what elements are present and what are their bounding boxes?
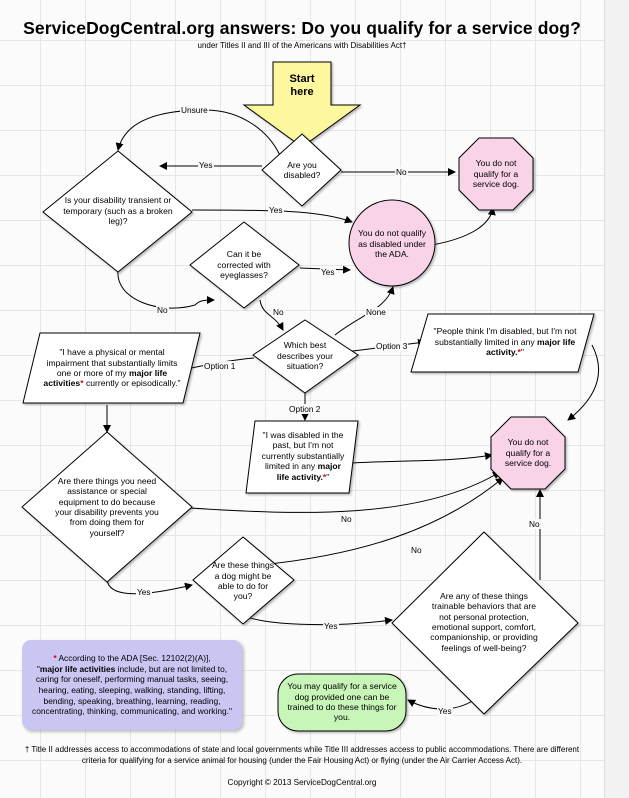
edge-no-dog	[259, 477, 504, 566]
edge-label-option1: Option 1	[203, 361, 237, 371]
parallelogram-option1	[22, 332, 201, 404]
diamond-transient	[42, 150, 193, 273]
scrollbar-track[interactable]	[604, 0, 629, 798]
note-star: *	[53, 653, 57, 664]
transient-text: Is your disability transient or temporar…	[63, 195, 173, 227]
diamond-which-best	[252, 319, 359, 394]
edge-label-option3: Option 3	[375, 341, 409, 351]
edge-option2-to-mid	[351, 452, 493, 464]
not-qualify-top-text: You do not qualify for a service dog.	[472, 158, 520, 190]
edge-label-no-assistance: No	[340, 514, 353, 524]
edge-no-eyeglasses	[117, 269, 215, 309]
start-label: Start here	[289, 73, 315, 98]
edge-label-no-trainable: No	[528, 519, 541, 529]
copyright: Copyright © 2013 ServiceDogCentral.org	[227, 778, 377, 787]
edge-label-yes-eyeglasses: Yes	[320, 267, 336, 277]
edge-yes-assistance	[106, 579, 193, 595]
eyeglasses-text: Can it be corrected with eyeglasses?	[217, 249, 271, 281]
option1-text: "I have a physical or mental impairment …	[43, 347, 181, 389]
diamond-are-you-disabled	[261, 133, 342, 207]
major-life-activities-note: * According to the ADA [Sec. 12102(2)(A)…	[22, 640, 242, 730]
parallelogram-option3	[410, 313, 595, 373]
edge-label-no-top: No	[395, 167, 408, 177]
edge-label-no-which: No	[272, 307, 285, 317]
are-you-disabled-text: Are you disabled?	[283, 159, 321, 180]
edge-label-none: None	[365, 307, 387, 317]
edge-label-yes-ada: Yes	[268, 205, 284, 215]
edge-label-yes-trainable: Yes	[437, 706, 453, 716]
assistance-text: Are there things you need assistance or …	[55, 475, 159, 538]
diamond-eyeglasses	[189, 221, 300, 309]
option3-text: "People think I'm disabled, but I'm not …	[433, 326, 577, 358]
not-qualify-ada-text: You do not qualify as disabled under the…	[357, 228, 426, 260]
page-title: ServiceDogCentral.org answers: Do you qu…	[23, 18, 581, 38]
edge-unsure	[115, 109, 283, 161]
edge-yes-dog	[242, 614, 393, 626]
diamond-trainable	[391, 531, 579, 715]
diamond-assistance	[21, 431, 193, 583]
octagon-not-qualify-mid	[490, 416, 566, 490]
edge-label-yes-assistance: Yes	[136, 587, 152, 597]
not-qualify-mid-text: You do not qualify for a service dog.	[504, 437, 552, 469]
option2-text: "I was disabled in the past, but I'm not…	[261, 429, 345, 482]
note-line1: According to the ADA [Sec. 12102(2)(A)],	[56, 653, 211, 664]
box-qualify	[277, 673, 407, 732]
edge-label-yes-dog: Yes	[323, 621, 339, 631]
edge-no-assistance	[189, 471, 501, 513]
edge-option3-to-mid	[567, 344, 600, 421]
octagon-not-qualify-top	[458, 137, 534, 211]
diamond-dog-able	[192, 536, 295, 625]
edge-label-no-eyeglasses: No	[156, 305, 169, 315]
edge-ada-to-top	[431, 207, 496, 246]
edge-label-yes-transient: Yes	[198, 160, 214, 170]
edge-label-no-dog: No	[410, 545, 423, 555]
trainable-text: Are any of these things trainable behavi…	[430, 590, 538, 653]
circle-not-qualify-ada	[348, 199, 436, 287]
parallelogram-option2	[245, 420, 359, 494]
page-subtitle: under Titles II and III of the Americans…	[197, 41, 407, 50]
edge-no-which	[259, 299, 284, 331]
dog-able-text: Are these things a dog might be able to …	[211, 560, 275, 602]
qualify-text: You may qualify for a service dog provid…	[287, 681, 397, 723]
note-bold: major life activities	[39, 663, 116, 674]
note-rest: include, but are not limited to, caring …	[32, 663, 232, 717]
which-best-text: Which best describes your situation?	[277, 340, 333, 372]
footnote: † Title II addresses access to accommoda…	[24, 745, 580, 765]
edge-label-option2: Option 2	[288, 404, 322, 414]
edge-label-unsure: Unsure	[180, 105, 209, 115]
edge-yes-ada	[191, 209, 353, 224]
start-arrow-shape	[242, 61, 362, 148]
